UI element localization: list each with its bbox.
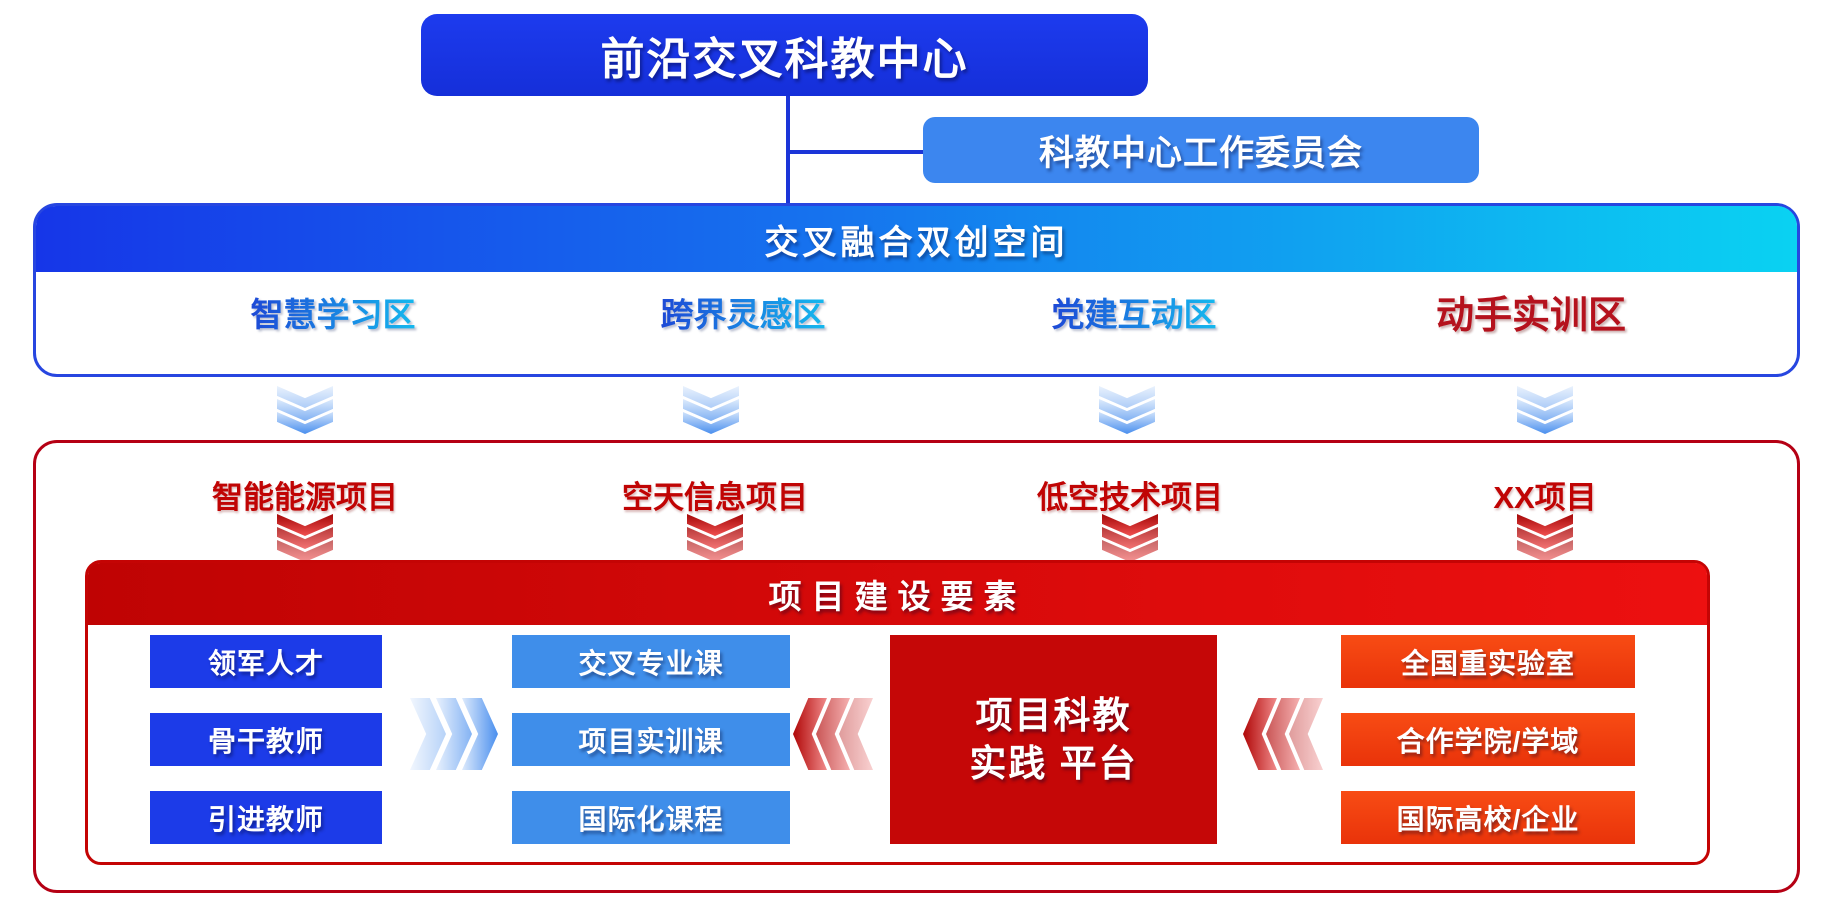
talent-box-recruited-teachers: 引进教师 bbox=[150, 791, 382, 844]
down-chevron-icon bbox=[277, 514, 333, 562]
down-chevron-icon bbox=[683, 386, 739, 434]
course-box-international: 国际化课程 bbox=[512, 791, 790, 844]
zone-label-party-interaction: 党建互动区 bbox=[1052, 288, 1217, 336]
left-chevron-icon bbox=[793, 698, 873, 770]
talent-box-backbone-teachers: 骨干教师 bbox=[150, 713, 382, 766]
talent-box-leading-talent: 领军人才 bbox=[150, 635, 382, 688]
partner-box-cooperative-colleges: 合作学院/学域 bbox=[1341, 713, 1635, 766]
left-chevron-icon bbox=[1243, 698, 1323, 770]
project-label-low-altitude: 低空技术项目 bbox=[1037, 480, 1223, 515]
platform-line2: 实践 平台 bbox=[969, 742, 1138, 784]
committee-box: 科教中心工作委员会 bbox=[923, 117, 1479, 183]
course-box-project-training: 项目实训课 bbox=[512, 713, 790, 766]
project-label-aerospace-info: 空天信息项目 bbox=[622, 480, 808, 515]
down-chevron-icon bbox=[687, 514, 743, 562]
down-chevron-icon bbox=[1517, 514, 1573, 562]
elements-banner: 项目建设要素 bbox=[88, 563, 1707, 625]
project-label-smart-energy: 智能能源项目 bbox=[212, 480, 398, 515]
down-chevron-icon bbox=[277, 386, 333, 434]
center-title-box: 前沿交叉科教中心 bbox=[421, 14, 1148, 96]
space-section: 交叉融合双创空间 bbox=[33, 203, 1800, 377]
partner-box-national-key-lab: 全国重实验室 bbox=[1341, 635, 1635, 688]
connector-horizontal-line bbox=[788, 150, 925, 154]
down-chevron-icon bbox=[1517, 386, 1573, 434]
down-chevron-icon bbox=[1099, 386, 1155, 434]
committee-label: 科教中心工作委员会 bbox=[1038, 133, 1363, 173]
zone-label-crossover-inspiration: 跨界灵感区 bbox=[661, 288, 826, 336]
center-title-label: 前沿交叉科教中心 bbox=[600, 35, 969, 84]
project-label-xx: XX项目 bbox=[1493, 480, 1597, 515]
space-header: 交叉融合双创空间 bbox=[36, 206, 1797, 272]
zone-label-hands-on-training: 动手实训区 bbox=[1435, 295, 1627, 337]
platform-line1: 项目科教 bbox=[975, 694, 1132, 736]
platform-box: 项目科教 实践 平台 bbox=[890, 635, 1217, 844]
course-box-interdisciplinary: 交叉专业课 bbox=[512, 635, 790, 688]
partner-box-international-universities: 国际高校/企业 bbox=[1341, 791, 1635, 844]
down-chevron-icon bbox=[1102, 514, 1158, 562]
zone-label-smart-learning: 智慧学习区 bbox=[251, 288, 416, 336]
right-chevron-icon bbox=[410, 698, 498, 770]
elements-banner-title: 项目建设要素 bbox=[768, 578, 1027, 615]
space-title: 交叉融合双创空间 bbox=[764, 223, 1069, 262]
